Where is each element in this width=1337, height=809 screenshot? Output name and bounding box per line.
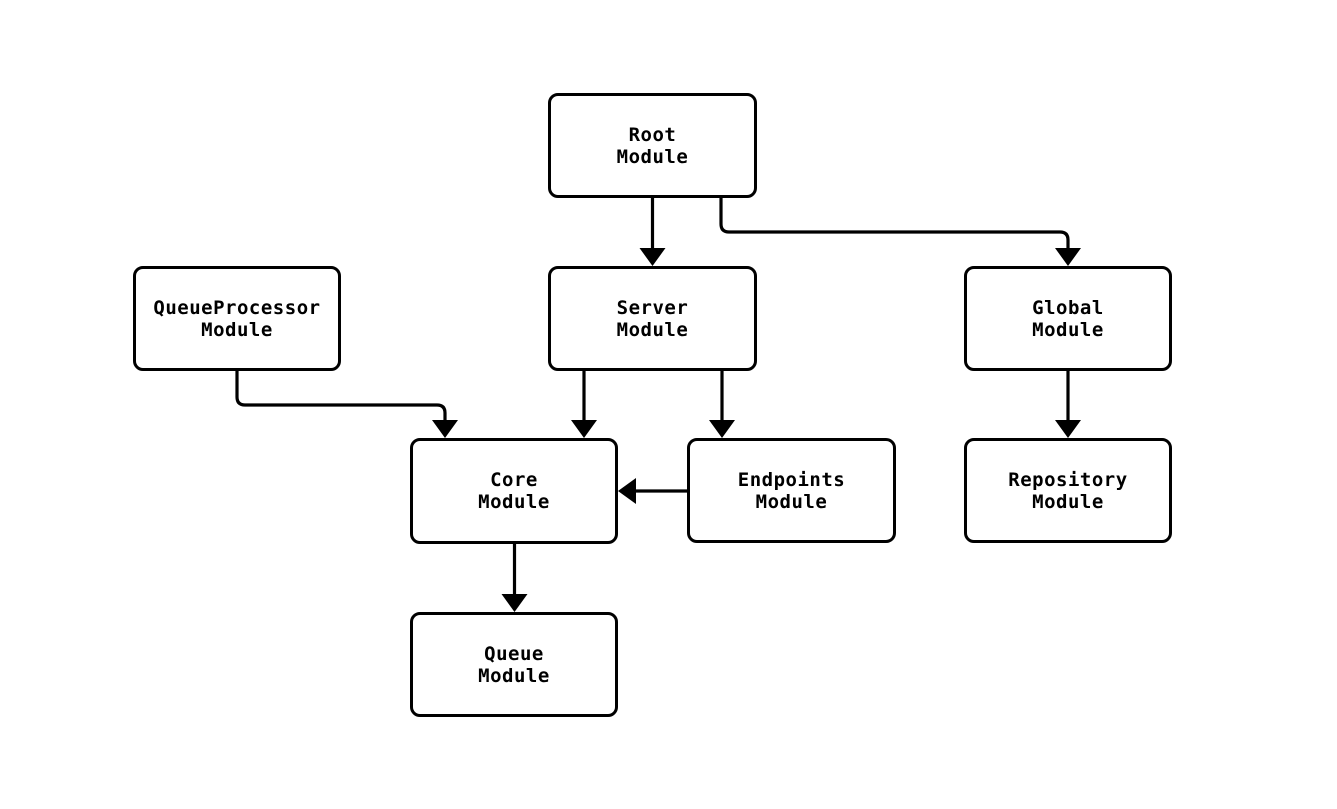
node-endpoints-module-label: Endpoints Module [737, 468, 846, 513]
node-core-module-label: Core Module [478, 469, 550, 513]
arrow-server-to-core [571, 371, 597, 438]
arrow-global-to-repository [1055, 371, 1081, 438]
node-root-module-label: Root Module [616, 123, 689, 168]
node-queueprocessor-module: QueueProcessor Module [133, 266, 341, 371]
node-root-module: Root Module [548, 93, 757, 198]
node-queue-module: Queue Module [410, 612, 618, 717]
arrow-server-to-endpoints [709, 371, 735, 438]
node-repository-module: Repository Module [964, 438, 1172, 543]
arrow-core-to-queue [501, 544, 528, 612]
node-server-module: Server Module [548, 266, 757, 371]
node-endpoints-module: Endpoints Module [687, 438, 896, 543]
arrow-endpoints-to-core [618, 478, 687, 504]
node-queueprocessor-module-label: QueueProcessor Module [153, 296, 321, 341]
node-global-module-label: Global Module [1032, 296, 1104, 341]
arrow-root-to-global [719, 198, 1081, 266]
arrow-root-to-server [639, 198, 666, 266]
arrow-queueprocessor-to-core [235, 371, 458, 438]
node-queue-module-label: Queue Module [478, 642, 550, 687]
node-global-module: Global Module [964, 266, 1172, 371]
node-core-module: Core Module [410, 438, 618, 544]
node-server-module-label: Server Module [616, 296, 689, 341]
node-repository-module-label: Repository Module [1008, 468, 1128, 513]
